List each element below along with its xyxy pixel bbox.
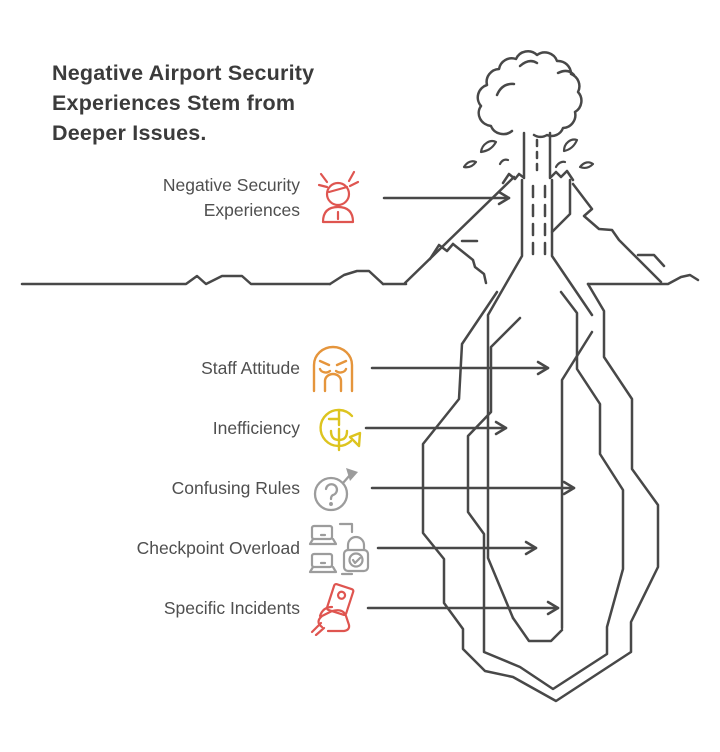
volcano-outline xyxy=(328,169,666,286)
arrow-negative-experiences xyxy=(382,190,511,206)
label-negative-experiences: Negative Security Experiences xyxy=(162,175,300,220)
label-specific-incidents: Specific Incidents xyxy=(163,598,300,618)
iceberg-outer-outline xyxy=(421,282,660,703)
question-flag-icon xyxy=(313,468,358,512)
iceberg-layers xyxy=(421,282,660,703)
lava-splash-icon xyxy=(462,138,595,170)
label-confusing-rules: Confusing Rules xyxy=(171,478,300,498)
page-title: Negative Airport Security Experiences St… xyxy=(52,61,315,145)
arrow-staff-attitude xyxy=(370,360,550,376)
smoke-cloud-icon xyxy=(476,50,583,180)
angry-person-icon xyxy=(317,170,360,224)
arrow-specific-incidents xyxy=(366,600,560,616)
label-staff-attitude: Staff Attitude xyxy=(201,358,300,378)
hand-ticket-icon xyxy=(310,583,355,636)
waterline xyxy=(20,273,700,286)
scanner-lock-icon xyxy=(308,522,370,576)
label-checkpoint-overload: Checkpoint Overload xyxy=(136,538,300,558)
label-inefficiency: Inefficiency xyxy=(212,418,300,438)
arrow-checkpoint-overload xyxy=(376,540,538,556)
clock-delay-icon xyxy=(319,408,362,452)
angry-mask-icon xyxy=(312,345,354,393)
arrows xyxy=(364,190,576,616)
arrow-confusing-rules xyxy=(370,480,576,496)
magma-channel xyxy=(486,178,594,643)
arrow-inefficiency xyxy=(364,420,508,436)
iceberg-inner-outline xyxy=(466,290,625,691)
